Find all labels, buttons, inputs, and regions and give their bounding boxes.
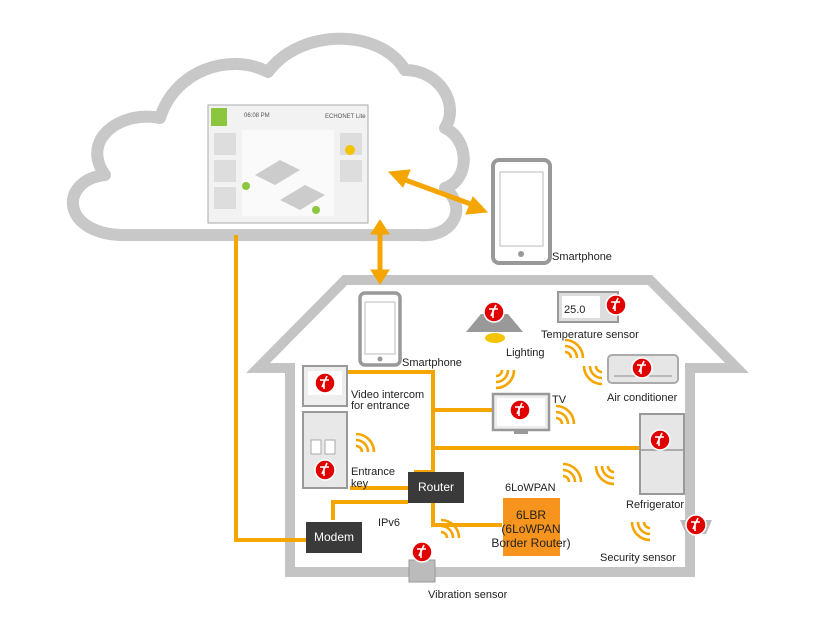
label-lighting: Lighting xyxy=(506,347,545,359)
screen-logo-text: ECHONET Lite xyxy=(325,114,366,120)
temperature-sensor-icon: 25.0 xyxy=(557,291,627,323)
label-temperature-sensor: Temperature sensor xyxy=(541,329,639,341)
air-conditioner-waves xyxy=(582,364,604,386)
label-smartphone-cloud: Smartphone xyxy=(552,251,612,263)
label-entrance-key-line2: key xyxy=(351,478,369,490)
lighting-icon xyxy=(466,301,523,343)
6lbr-box xyxy=(503,498,560,556)
modem-box xyxy=(306,522,362,553)
label-air-conditioner: Air conditioner xyxy=(607,392,678,404)
label-modem: Modem xyxy=(314,530,354,544)
entrance-key-waves xyxy=(354,432,376,454)
label-6lowpan: 6LoWPAN xyxy=(505,482,556,494)
label-smartphone-home: Smartphone xyxy=(402,357,462,369)
refrigerator-icon xyxy=(639,413,685,495)
label-6lbr-line1: 6LBR xyxy=(516,508,546,522)
label-video-intercom-line2: for entrance xyxy=(351,400,410,412)
label-ipv6: IPv6 xyxy=(378,517,400,529)
label-6lbr-line2: (6LoWPAN xyxy=(501,522,560,536)
tv-icon xyxy=(491,392,551,434)
vibration-sensor-waves xyxy=(439,518,461,540)
video-intercom-icon xyxy=(302,365,348,407)
house-outline xyxy=(246,275,749,577)
6lowpan-waves xyxy=(561,462,583,484)
screen-time: 06:08 PM xyxy=(244,113,270,119)
label-refrigerator: Refrigerator xyxy=(626,499,684,511)
cloud-home-arrow xyxy=(370,219,390,285)
label-video-intercom-line1: Video intercom xyxy=(351,389,424,401)
vibration-sensor-icon xyxy=(408,541,436,583)
label-6lbr-line3: Border Router) xyxy=(491,536,570,550)
security-sensor-icon xyxy=(680,514,712,536)
network-links xyxy=(234,235,645,542)
refrigerator-waves xyxy=(594,464,616,486)
label-vibration-sensor: Vibration sensor xyxy=(428,589,508,601)
router-box xyxy=(408,472,464,503)
label-router: Router xyxy=(418,480,454,494)
security-sensor-waves xyxy=(630,520,652,542)
air-conditioner-icon xyxy=(607,354,679,384)
smartphone-home-icon xyxy=(358,291,402,367)
temperature-readout: 25.0 xyxy=(564,304,585,316)
lighting-waves xyxy=(494,368,516,390)
entrance-key-icon xyxy=(302,411,348,489)
tv-waves xyxy=(554,404,576,426)
tablet-screen: 06:08 PM ECHONET Lite xyxy=(207,104,369,224)
label-tv: TV xyxy=(552,394,567,406)
cloud-phone-arrow xyxy=(387,169,489,215)
smartphone-cloud-icon xyxy=(491,158,552,265)
temperature-waves xyxy=(563,338,585,360)
label-entrance-key-line1: Entrance xyxy=(351,466,395,478)
label-security-sensor: Security sensor xyxy=(600,552,676,564)
